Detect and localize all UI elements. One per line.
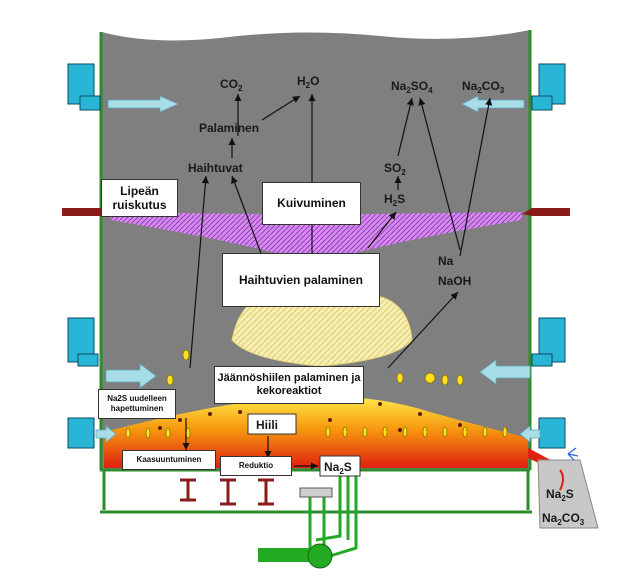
na2s-box xyxy=(319,455,361,477)
green-piping xyxy=(308,470,358,558)
na2co3-label: Na2CO3 xyxy=(462,79,505,95)
hiili-box xyxy=(247,413,297,435)
outlet-na2s-label: Na2S xyxy=(546,487,574,503)
na2s-hapettuminen-box: Na2S uudelleen hapettuminen xyxy=(98,389,176,419)
kuivuminen-box: Kuivuminen xyxy=(262,182,361,225)
h2s-label: H2S xyxy=(384,192,405,208)
support-beams xyxy=(180,478,274,506)
falling-droplets xyxy=(125,349,508,439)
outlet-na2co3-label: Na2CO3 xyxy=(542,511,585,527)
naoh-label: NaOH xyxy=(438,274,471,288)
pump xyxy=(307,543,333,569)
na2so4-label: Na2SO4 xyxy=(391,79,433,95)
na2s-center-label: Na2S xyxy=(324,460,352,476)
palaminen-label: Palaminen xyxy=(199,121,259,135)
air-ports xyxy=(67,63,566,449)
jaannoshiilen-box: Jäännöshiilen palaminen ja kekoreaktiot xyxy=(214,366,364,404)
hiili-label: Hiili xyxy=(256,418,278,432)
haihtuvat-label: Haihtuvat xyxy=(188,161,243,175)
right-spray-nozzle xyxy=(522,208,570,216)
so2-label: SO2 xyxy=(384,161,406,177)
support-frame xyxy=(100,468,532,514)
lipean-ruiskutus-box: Lipeän ruiskutus xyxy=(101,179,178,217)
haihtuvien-palaminen-box: Haihtuvien palaminen xyxy=(222,253,380,307)
left-spray-nozzle xyxy=(62,208,110,216)
na-label: Na xyxy=(438,254,454,268)
smelt-tank xyxy=(537,459,599,529)
co2-label: CO2 xyxy=(220,77,243,93)
pump-pipe xyxy=(258,548,310,562)
smelt-stream xyxy=(559,469,564,491)
air-flow-arrows xyxy=(95,95,541,443)
pipe-valve xyxy=(299,487,333,498)
shatter-jet xyxy=(567,447,579,461)
reaction-arrows xyxy=(182,94,493,470)
kaasuuntuminen-box: Kaasuuntuminen xyxy=(122,450,216,470)
reduktio-box: Reduktio xyxy=(220,456,292,476)
h2o-label: H2O xyxy=(297,74,319,90)
